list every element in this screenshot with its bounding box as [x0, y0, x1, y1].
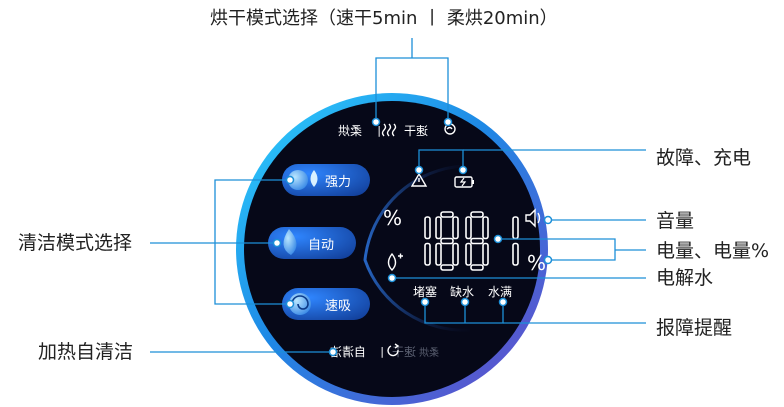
drop-icon: [283, 229, 297, 255]
digit-segment: [435, 216, 442, 240]
leader-dot: [543, 255, 553, 265]
battery-charge-icon: [454, 176, 474, 188]
leader-dot: [443, 117, 453, 127]
water-drop-plus-icon: [387, 252, 403, 271]
clean-mode-leader: [150, 179, 290, 305]
leader-dot: [420, 297, 430, 307]
leader-dot: [272, 238, 282, 248]
electrolyte-callout: 电解水: [656, 267, 714, 289]
status-tank-full: 水满: [488, 285, 512, 299]
digit-segment: [452, 216, 459, 240]
leader-dot: [543, 215, 553, 225]
drop-icon: [310, 170, 318, 187]
dry-mode-leader: [375, 38, 449, 122]
self-clean-callout: 加热自清洁: [38, 341, 134, 363]
leader-dot: [285, 175, 295, 185]
leader-dot: [387, 273, 397, 283]
leader-dot: [498, 297, 508, 307]
leader-dot: [371, 117, 381, 127]
self-clean-label: 自清洁: [330, 345, 366, 359]
digit-segment: [435, 242, 442, 266]
bottom-separator: |: [380, 345, 384, 358]
quick-dry-label: 速干: [404, 124, 428, 138]
leader-dot: [414, 165, 424, 175]
digit-segment: [452, 242, 459, 266]
top-separator: |: [377, 124, 381, 137]
leader-dot: [328, 347, 338, 357]
volume-callout: 音量: [656, 210, 695, 232]
mode-label-strong: 强力: [325, 175, 351, 190]
speaker-icon: [525, 208, 541, 228]
mode-label-suction: 速吸: [325, 299, 351, 314]
soft-dry-label: 柔烘: [338, 124, 362, 138]
dry-mode-callout: 烘干模式选择（速干5min 丨 柔烘20min）: [210, 8, 558, 29]
mode-label-auto: 自动: [308, 238, 334, 253]
digit-segment: [470, 211, 484, 218]
leader-dot: [458, 165, 468, 175]
leader-dot: [285, 299, 295, 309]
warning-icon: [410, 172, 428, 187]
digit-segment: [512, 242, 519, 266]
digit-segment: [482, 242, 489, 266]
mode-button-suction[interactable]: 速吸: [282, 288, 370, 320]
vortex-swirl: [291, 295, 309, 310]
percent-right: %: [527, 251, 546, 275]
swirl-icon: [288, 170, 308, 190]
dim-dry-label: 速干: [392, 345, 416, 359]
leader-dot: [460, 297, 470, 307]
dim-soft-dry-label: 柔烘: [419, 347, 439, 359]
fault-charge-callout: 故障、充电: [656, 147, 752, 169]
digit-segment: [424, 242, 431, 266]
status-low-water: 缺水: [450, 284, 474, 299]
battery-callout: 电量、电量%: [656, 240, 770, 262]
self-clean-icon: [387, 343, 400, 357]
percent-left: %: [383, 206, 402, 230]
digit-segment: [465, 216, 472, 240]
seven-segment-display: [424, 211, 519, 271]
mode-button-auto[interactable]: 自动: [268, 227, 356, 259]
alert-callout: 报障提醒: [656, 317, 733, 339]
digit-segment: [440, 237, 454, 245]
digit-segment: [465, 242, 472, 266]
digit-segment: [470, 264, 484, 271]
quick-dry-icon: [381, 123, 397, 137]
digit-segment: [440, 264, 454, 271]
digit-segment: [424, 216, 431, 240]
digit-segment: [440, 211, 454, 218]
battery-leader: [498, 238, 646, 261]
clean-mode-callout: 清洁模式选择: [18, 232, 133, 254]
status-clogged: 堵塞: [413, 284, 437, 299]
fault-charge-leader: [418, 149, 646, 170]
leader-dot: [493, 234, 503, 244]
digit-segment: [482, 216, 489, 240]
mode-button-strong[interactable]: 强力: [282, 164, 370, 196]
digit-segment: [470, 237, 484, 245]
